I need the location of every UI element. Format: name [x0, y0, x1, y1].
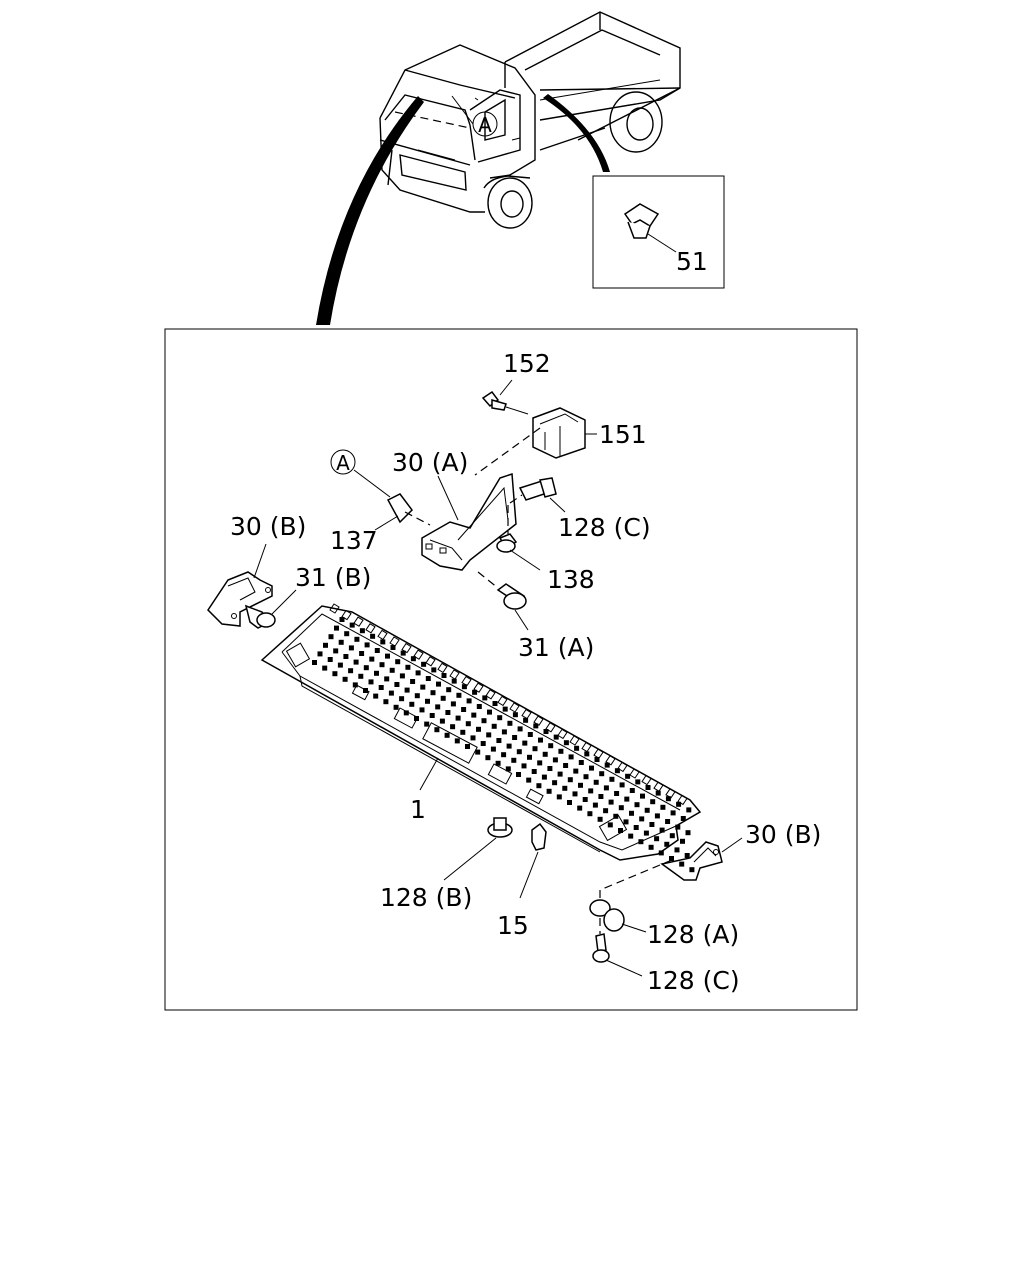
reference-marker-a-detail: A: [330, 449, 391, 498]
truck-illustration: [379, 11, 681, 229]
callout-151: 151: [599, 420, 647, 449]
rivet-15: 15: [497, 822, 547, 940]
bolt-31a: 31 (A): [477, 571, 594, 662]
reference-marker-a-truck: A: [451, 95, 498, 137]
leader-sweep-to-detail: [316, 96, 424, 325]
callout-128a: 128 (A): [647, 920, 739, 949]
clip-detail-box: 51: [592, 175, 725, 289]
callout-128c-top: 128 (C): [558, 513, 651, 542]
callout-152: 152: [503, 349, 551, 378]
bolt-31b: 31 (B): [244, 563, 371, 629]
nut-138: 138: [496, 505, 595, 594]
screw-128c-top: 128 (C): [518, 477, 651, 542]
clip-128b: 128 (B): [380, 817, 513, 912]
bracket-30a: 30 (A): [392, 448, 517, 571]
callout-51: 51: [676, 247, 708, 276]
nut-128a: 128 (A): [589, 899, 739, 949]
bracket-151: 151: [532, 407, 647, 459]
callout-128b: 128 (B): [380, 883, 472, 912]
callout-30b-right: 30 (B): [745, 820, 821, 849]
callout-31b: 31 (B): [295, 563, 371, 592]
pin-152: 152: [481, 349, 551, 415]
panel-perforation-pattern: [312, 603, 695, 873]
part-137: 137: [330, 493, 413, 555]
callout-15: 15: [497, 911, 529, 940]
callout-30a: 30 (A): [392, 448, 468, 477]
callout-138: 138: [547, 565, 595, 594]
callout-137: 137: [330, 526, 378, 555]
leader-sweep-to-clip: [543, 94, 610, 172]
bracket-30b-right: 30 (B): [660, 820, 821, 881]
callout-30b-left: 30 (B): [230, 512, 306, 541]
ref-a-label-detail: A: [336, 451, 350, 475]
bracket-30b-left: 30 (B): [207, 512, 306, 627]
detail-frame: [164, 328, 858, 1011]
ref-a-label-truck: A: [478, 113, 492, 137]
callout-31a: 31 (A): [518, 633, 594, 662]
callout-1: 1: [410, 795, 426, 824]
callout-128c-bottom: 128 (C): [647, 966, 740, 995]
bolt-128c-bottom: 128 (C): [592, 918, 740, 995]
